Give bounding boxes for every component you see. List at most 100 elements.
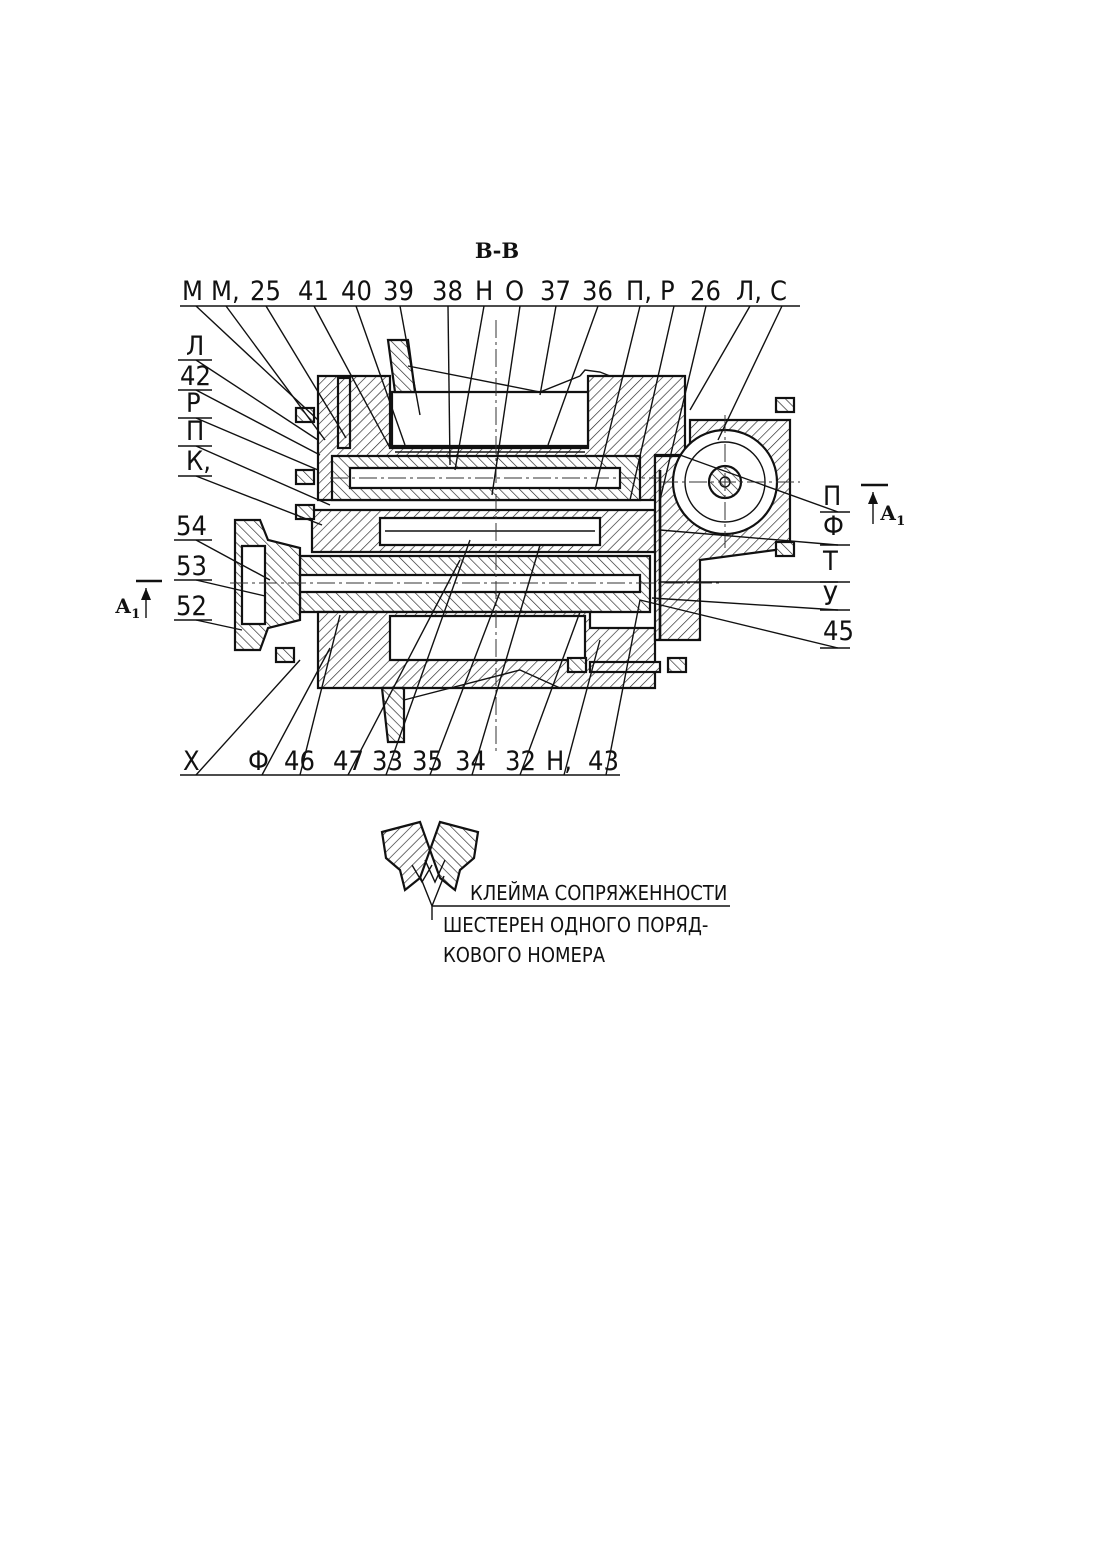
callout-left-5: 54: [176, 511, 207, 542]
callout-bottom-4: 33: [372, 746, 403, 777]
tooth-detail-right: [428, 820, 480, 892]
section-title: В-В: [475, 238, 519, 263]
leader-left-2: [195, 417, 319, 471]
leader-top-14: [689, 305, 751, 411]
gear-mark-detail: [380, 820, 730, 920]
leader-bottom-3: [347, 559, 461, 776]
leader-top-12: [629, 305, 675, 501]
leader-left-3: [195, 445, 331, 506]
leader-lines: [174, 305, 850, 776]
lower-foot: [380, 686, 406, 744]
cut-label-right: А1: [880, 501, 905, 529]
callout-top-2: 25: [250, 276, 281, 307]
leader-left-0: [195, 359, 319, 441]
callout-bottom-5: 35: [412, 746, 443, 777]
callout-top-9: 37: [540, 276, 571, 307]
leader-top-1: [225, 305, 326, 441]
leader-bottom-9: [605, 599, 641, 776]
callout-bottom-7: 32: [505, 746, 536, 777]
leader-top-5: [399, 305, 421, 416]
callout-left-1: 42: [180, 361, 211, 392]
callout-top-1: М,: [211, 276, 240, 307]
leader-top-10: [547, 305, 599, 446]
leader-top-9: [539, 305, 557, 396]
gear-band-top: [395, 447, 585, 453]
callout-top-8: О: [505, 276, 524, 307]
leader-bottom-2: [299, 614, 341, 776]
callout-top-12: Р: [660, 276, 675, 307]
leader-left-1: [195, 389, 321, 456]
leader-top-7: [454, 305, 485, 471]
leader-top-6: [447, 305, 451, 466]
callout-left-3: П: [186, 416, 204, 447]
callout-top-6: 38: [432, 276, 463, 307]
leader-right-1: [659, 529, 839, 546]
cut-label-left: А1: [115, 594, 140, 622]
leader-left-5: [195, 539, 271, 581]
leader-bottom-8: [563, 639, 601, 776]
callout-top-3: 41: [298, 276, 329, 307]
callout-bottom-1: Ф: [248, 746, 269, 777]
callout-bottom-8: Н,: [546, 746, 572, 777]
leader-top-13: [659, 305, 707, 501]
callout-left-7: 52: [176, 591, 207, 622]
leader-bottom-7: [519, 611, 581, 776]
leader-right-0: [679, 454, 839, 513]
leader-top-2: [265, 305, 347, 439]
callout-bottom-6: 34: [455, 746, 486, 777]
callout-top-0: М: [182, 276, 203, 307]
callout-right-3: У: [823, 581, 838, 612]
leader-bottom-1: [261, 647, 331, 776]
callout-top-5: 39: [383, 276, 414, 307]
callout-right-1: Ф: [823, 511, 844, 542]
leader-top-15: [717, 305, 783, 441]
lug-web: [407, 365, 581, 393]
callout-top-11: П,: [626, 276, 652, 307]
callout-left-6: 53: [176, 551, 207, 582]
leader-top-4: [355, 305, 406, 446]
callout-right-2: Т: [822, 546, 838, 577]
callout-right-0: П: [823, 481, 841, 512]
leader-top-3: [313, 305, 391, 449]
callout-left-2: Р: [186, 388, 201, 419]
note-line-3: КОВОГО НОМЕРА: [443, 943, 606, 967]
leader-left-6: [195, 579, 266, 597]
leader-top-11: [594, 305, 641, 491]
callout-top-7: Н: [475, 276, 493, 307]
note-line-1: КЛЕЙМА СОПРЯЖЕННОСТИ: [470, 881, 727, 905]
leader-top-8: [491, 305, 521, 496]
foot-web: [403, 669, 561, 701]
cut-mark-left: А1: [115, 579, 162, 622]
note-line-2: ШЕСТЕРЕН ОДНОГО ПОРЯД-: [443, 913, 708, 937]
leader-right-4: [639, 599, 839, 649]
callout-bottom-0: Х: [183, 746, 200, 777]
callout-bottom-2: 46: [284, 746, 315, 777]
leader-left-4: [195, 475, 323, 526]
leader-top-0: [195, 305, 319, 421]
gearbox-assembly: [230, 320, 800, 755]
upper-cavity: [390, 390, 590, 448]
leader-bottom-0: [195, 659, 301, 776]
callout-right-4: 45: [823, 616, 854, 647]
leader-bottom-6: [471, 544, 541, 776]
leader-bottom-5: [429, 591, 501, 776]
left-cap-recess: [240, 544, 267, 626]
cut-mark-right: А1: [861, 483, 905, 529]
leader-right-3: [651, 597, 839, 611]
callout-bottom-3: 47: [333, 746, 364, 777]
tooth-detail-left: [380, 820, 432, 892]
callout-top-4: 40: [341, 276, 372, 307]
flange-edge: [579, 369, 611, 377]
callout-left-0: Л: [186, 331, 204, 362]
callout-left-4: К,: [186, 446, 211, 477]
leader-left-7: [195, 619, 243, 631]
leader-bottom-4: [385, 539, 471, 776]
callout-top-10: 36: [582, 276, 613, 307]
callout-top-13: 26: [690, 276, 721, 307]
callout-top-14: Л,: [736, 276, 762, 307]
callout-top-15: С: [770, 276, 787, 307]
callout-bottom-9: 43: [588, 746, 619, 777]
